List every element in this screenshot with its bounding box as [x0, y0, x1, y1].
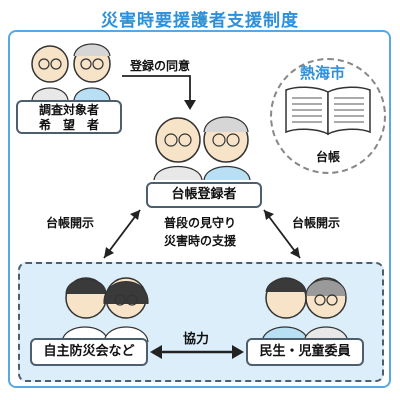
ledger-book-icon — [285, 86, 371, 136]
community-box: 自主防災会など — [30, 338, 148, 366]
disclose-right-label: 台帳開示 — [292, 216, 341, 230]
cooperation-label: 協力 — [183, 332, 210, 347]
registered-couple-icon — [153, 116, 251, 181]
survey-target-label: 調査対象者 — [38, 103, 99, 117]
diagram-frame — [8, 30, 391, 388]
registered-box: 台帳登録者 — [146, 182, 262, 208]
disclose-left-label: 台帳開示 — [46, 216, 95, 230]
applicant-label: 希 望 者 — [38, 118, 99, 132]
diagram-title: 災害時要援護者支援制度 — [101, 11, 299, 31]
survey-target-box: 調査対象者 希 望 者 — [16, 100, 122, 134]
consent-label: 登録の同意 — [130, 59, 191, 73]
ledger-label: 台帳 — [316, 150, 341, 164]
community-couple-icon — [61, 277, 149, 343]
city-label: 熱海市 — [300, 64, 346, 82]
elderly-couple-icon — [31, 43, 111, 101]
support-label: 災害時の支援 — [164, 234, 237, 248]
welfare-box: 民生・児童委員 — [246, 338, 364, 366]
watch-label: 普段の見守り — [164, 216, 237, 230]
